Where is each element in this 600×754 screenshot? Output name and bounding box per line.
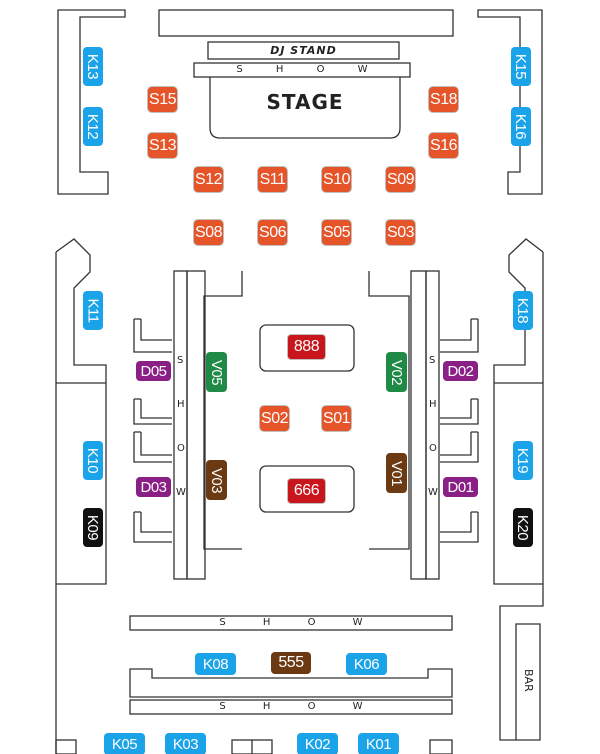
show-vertical-right-w: W: [428, 487, 438, 498]
seat-s01[interactable]: S01: [321, 405, 352, 432]
seat-k10[interactable]: K10: [83, 441, 103, 480]
seat-k09-label: K09: [84, 514, 102, 541]
seat-k10-label: K10: [84, 447, 102, 474]
seat-k13-label: K13: [84, 53, 102, 80]
seat-s02[interactable]: S02: [259, 405, 290, 432]
vip-555-label: 555: [278, 654, 304, 671]
seat-k11[interactable]: K11: [83, 291, 103, 330]
show-strip-bottom-1: S H O W: [219, 617, 363, 628]
seat-d03[interactable]: D03: [136, 477, 171, 497]
show-vertical-right-s: S: [429, 355, 436, 366]
seat-s09[interactable]: S09: [385, 166, 416, 193]
seat-k05[interactable]: K05: [104, 733, 145, 754]
seat-v01[interactable]: V01: [386, 453, 407, 493]
seat-k06[interactable]: K06: [346, 653, 387, 675]
show-vertical-left-o: O: [177, 443, 185, 454]
seat-k12-label: K12: [84, 113, 102, 140]
seat-s08[interactable]: S08: [193, 219, 224, 246]
seat-v05[interactable]: V05: [206, 352, 227, 392]
vip-555[interactable]: 555: [271, 652, 311, 674]
bar-label: BAR: [522, 669, 535, 692]
seat-v01-label: V01: [388, 460, 406, 486]
seat-k13[interactable]: K13: [83, 47, 103, 86]
show-strip-bottom-2: S H O W: [219, 701, 363, 712]
seat-s06[interactable]: S06: [257, 219, 288, 246]
seat-k20[interactable]: K20: [513, 508, 533, 547]
vip-888[interactable]: 888: [287, 334, 326, 360]
seat-v05-label: V05: [208, 359, 226, 385]
seat-k16-label: K16: [512, 113, 530, 140]
seat-k01[interactable]: K01: [358, 733, 399, 754]
seat-k18-label: K18: [514, 297, 532, 324]
stage-label: STAGE: [266, 90, 344, 114]
seat-k15[interactable]: K15: [511, 47, 531, 86]
seat-s05[interactable]: S05: [321, 219, 352, 246]
seat-k19-label: K19: [514, 447, 532, 474]
seat-d01[interactable]: D01: [443, 477, 478, 497]
seat-k15-label: K15: [512, 53, 530, 80]
seat-k16[interactable]: K16: [511, 107, 531, 146]
seat-s11[interactable]: S11: [257, 166, 288, 193]
seat-k12[interactable]: K12: [83, 107, 103, 146]
show-vertical-right-o: O: [429, 443, 437, 454]
show-vertical-right-h: H: [429, 399, 437, 410]
seat-s13[interactable]: S13: [147, 132, 178, 159]
seat-s18[interactable]: S18: [428, 86, 459, 113]
seat-k20-label: K20: [514, 514, 532, 541]
seat-d05[interactable]: D05: [136, 361, 171, 381]
seat-s10[interactable]: S10: [321, 166, 352, 193]
seat-s03[interactable]: S03: [385, 219, 416, 246]
seat-k18[interactable]: K18: [513, 291, 533, 330]
seat-k19[interactable]: K19: [513, 441, 533, 480]
seat-s16[interactable]: S16: [428, 132, 459, 159]
seat-k08[interactable]: K08: [195, 653, 236, 675]
seat-k11-label: K11: [84, 298, 102, 323]
seat-v02-label: V02: [388, 359, 406, 385]
seat-s15[interactable]: S15: [147, 86, 178, 113]
seat-k02[interactable]: K02: [297, 733, 338, 754]
seat-v02[interactable]: V02: [386, 352, 407, 392]
seat-d02[interactable]: D02: [443, 361, 478, 381]
dj-stand-label: DJ STAND: [270, 44, 337, 57]
seat-k03[interactable]: K03: [165, 733, 206, 754]
show-vertical-left-w: W: [176, 487, 186, 498]
show-strip-top: S H O W: [236, 64, 368, 75]
seat-v03[interactable]: V03: [206, 460, 227, 500]
seat-v03-label: V03: [208, 467, 226, 493]
seat-s12[interactable]: S12: [193, 166, 224, 193]
vip-666[interactable]: 666: [287, 478, 326, 504]
show-vertical-left-h: H: [177, 399, 185, 410]
show-vertical-left-s: S: [177, 355, 184, 366]
seat-k09[interactable]: K09: [83, 508, 103, 547]
